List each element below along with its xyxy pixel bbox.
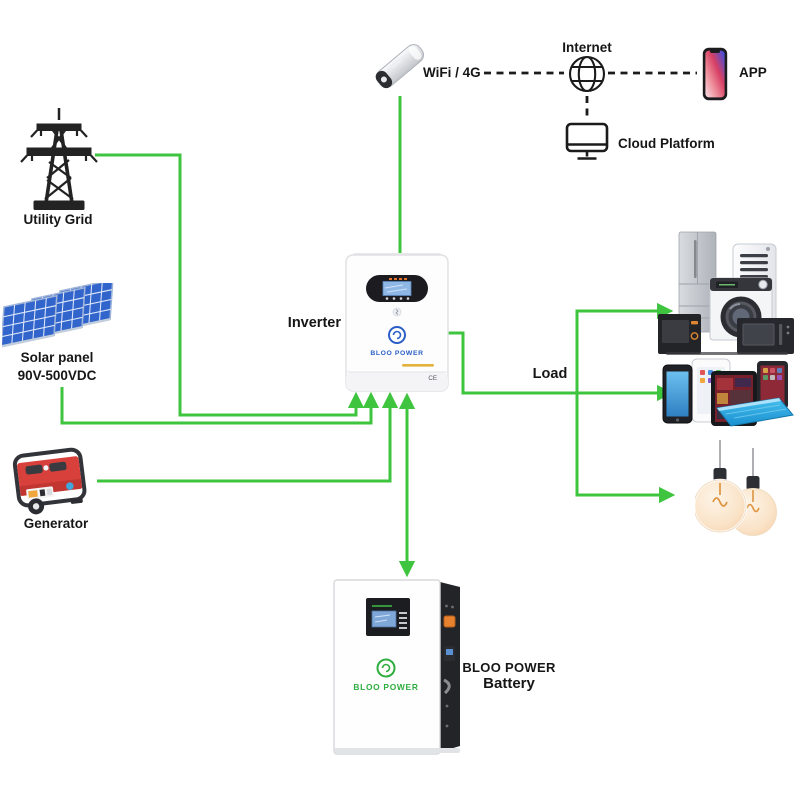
solar-panels-icon — [2, 283, 114, 349]
app-label: APP — [739, 65, 767, 80]
home-appliances-icon — [658, 231, 794, 355]
battery-caption-brand: BLOO POWER — [462, 660, 556, 675]
transmission-tower-icon — [20, 108, 98, 210]
internet-label: Internet — [562, 40, 612, 55]
smartphone-icon — [702, 47, 728, 101]
inverter-label: Inverter — [287, 315, 341, 331]
battery-brand-text: BLOO POWER — [353, 682, 418, 692]
utility-grid-label: Utility Grid — [23, 212, 93, 227]
battery-unit-icon: BLOO POWER — [333, 579, 460, 755]
globe-icon — [568, 55, 606, 93]
battery-caption: BLOO POWER Battery — [459, 660, 559, 692]
inverter-ce-mark: CE — [428, 375, 437, 382]
monitor-icon — [565, 122, 609, 160]
mobile-devices-icon — [662, 358, 794, 427]
inverter-unit-icon: BLOO POWER CE — [345, 253, 449, 392]
load-label: Load — [532, 366, 568, 382]
solar-panel-label: Solar panel 90V-500VDC — [7, 349, 107, 385]
line-load-to-appliances — [575, 302, 674, 393]
line-grid-to-inverter — [95, 153, 365, 417]
generator-icon — [12, 447, 87, 515]
inverter-brand-text: BLOO POWER — [370, 350, 423, 357]
wifi-label: WiFi / 4G — [423, 65, 481, 80]
battery-caption-product: Battery — [483, 675, 535, 692]
line-generator-to-inverter — [97, 391, 399, 483]
line-load-to-lights — [575, 393, 676, 504]
solar-panel-spec: 90V-500VDC — [17, 368, 97, 383]
line-solar-to-inverter — [60, 387, 380, 425]
generator-label: Generator — [23, 516, 89, 531]
wifi-dongle-icon — [375, 44, 425, 89]
solar-panel-name: Solar panel — [20, 350, 94, 365]
line-inverter-to-load — [448, 331, 674, 402]
cloud-platform-label: Cloud Platform — [618, 136, 715, 151]
light-bulbs-icon — [695, 440, 777, 536]
